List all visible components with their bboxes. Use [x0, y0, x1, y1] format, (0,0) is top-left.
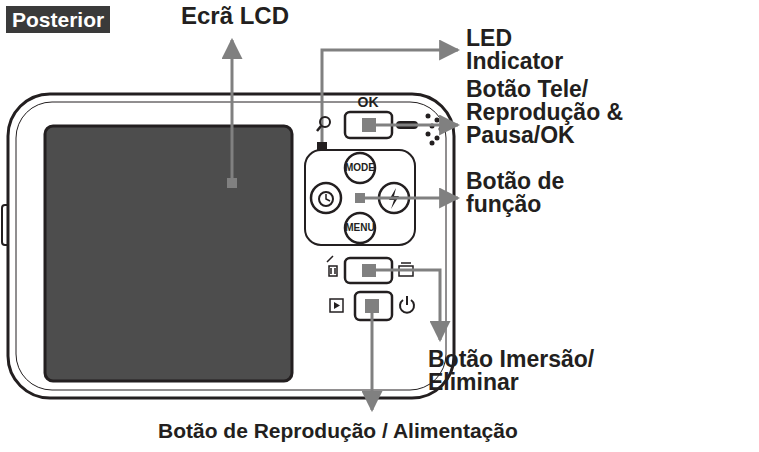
part-label: Ecrã LCD	[150, 4, 320, 28]
button-label: MENU	[336, 223, 384, 233]
part-label: LED Indicator	[466, 27, 576, 73]
part-label: Botão de Reprodução / Alimentação	[158, 420, 598, 441]
part-label: Botão Tele/ Reprodução & Pausa/OK	[466, 78, 651, 147]
button-label: OK	[348, 95, 388, 109]
part-label: Botão de função	[466, 170, 596, 216]
button-label: MODE	[336, 163, 384, 173]
section-badge: Posterior	[6, 6, 110, 33]
part-label: Botão Imersão/ Eliminar	[428, 348, 628, 394]
